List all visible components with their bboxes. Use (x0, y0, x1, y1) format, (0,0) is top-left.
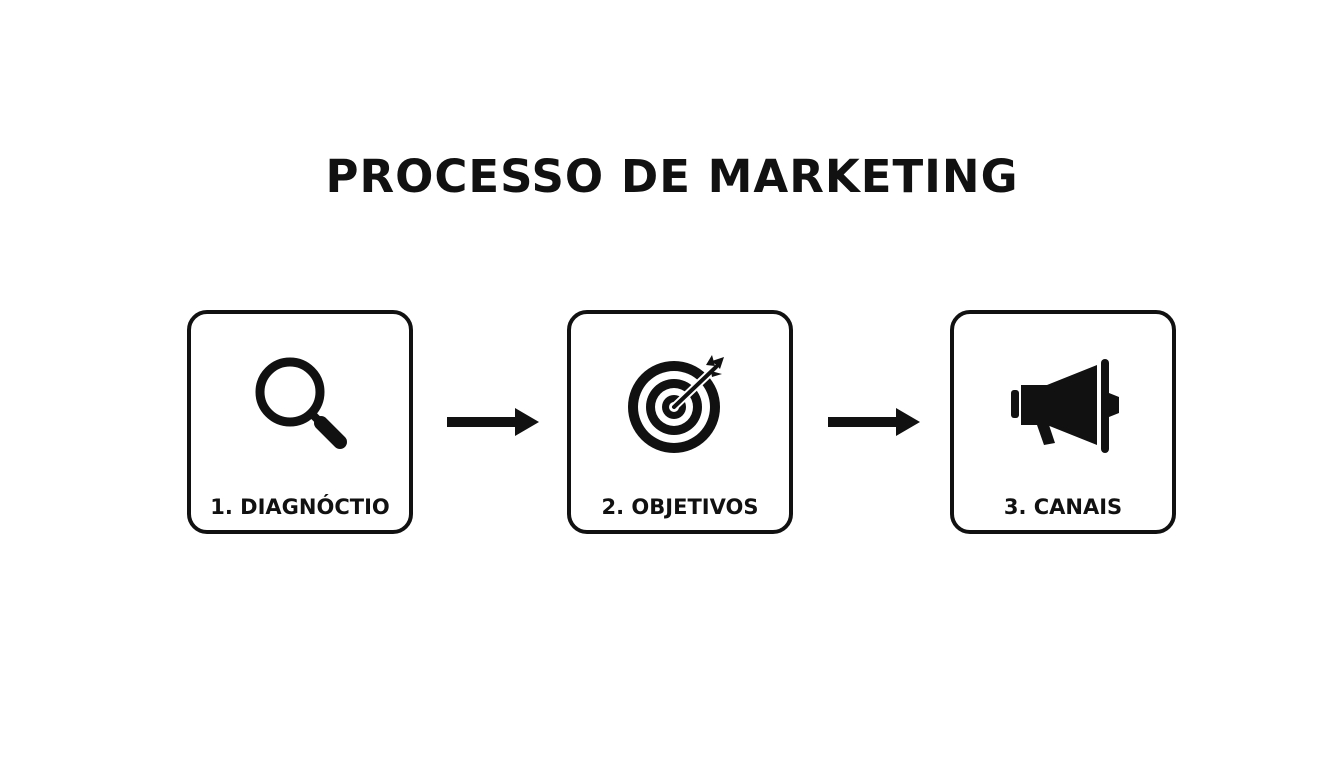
megaphone-icon (954, 344, 1172, 470)
step-diagnostico: 1. DIAGNÓCTIO (187, 310, 413, 534)
target-arrow-icon (571, 344, 789, 470)
right-arrow-icon (828, 408, 920, 436)
right-arrow-icon (447, 408, 539, 436)
step-canais: 3. CANAIS (950, 310, 1176, 534)
step-objetivos: 2. OBJETIVOS (567, 310, 793, 534)
step-label: 2. OBJETIVOS (601, 495, 759, 519)
step-label: 3. CANAIS (1003, 495, 1123, 519)
diagram-title: PROCESSO DE MARKETING (325, 150, 1019, 203)
magnifying-glass-icon (191, 344, 409, 470)
step-label: 1. DIAGNÓCTIO (210, 495, 390, 519)
